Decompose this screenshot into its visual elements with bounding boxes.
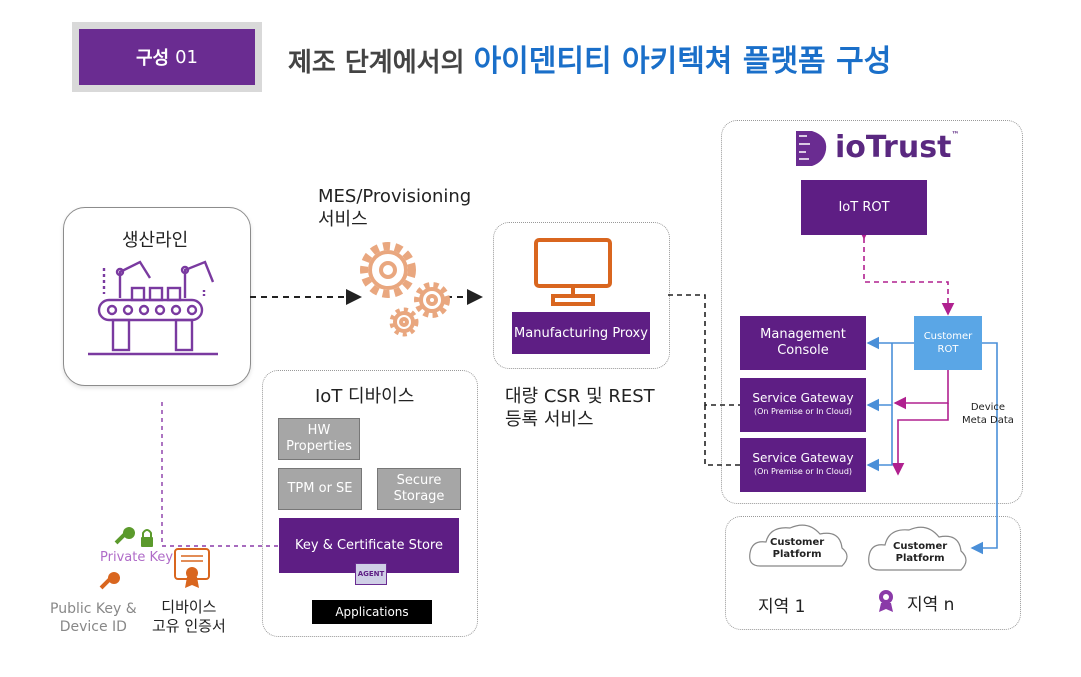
gw2-sub: (On Premise or In Cloud)	[753, 467, 853, 476]
blue-to-gateway1-line	[866, 343, 893, 412]
hw-line2: Properties	[286, 439, 352, 454]
applications-box: Applications	[312, 600, 432, 624]
orange-key-icon	[99, 572, 120, 590]
page-title: 제조 단계에서의 아이덴티티 아키텍쳐 플랫폼 구성	[288, 36, 891, 80]
award-icon	[879, 590, 893, 612]
iotrust-logo: ioTrust™	[835, 130, 959, 165]
iot-device-title: IoT 디바이스	[315, 386, 415, 407]
p2-line1: Customer	[893, 541, 948, 552]
management-console-box: Management Console	[740, 316, 866, 370]
gw1-sub: (On Premise or In Cloud)	[753, 407, 853, 416]
csr-label-line1: 대량 CSR 및 REST	[505, 386, 655, 407]
p2-line2: Platform	[895, 553, 945, 564]
service-gateway-2: Service Gateway (On Premise or In Cloud)	[740, 438, 866, 492]
badge-label: 구성	[135, 48, 170, 69]
proxy-to-gateway1-line	[668, 294, 740, 406]
assembly-line-icon	[88, 260, 218, 356]
csr-label: 대량 CSR 및 REST 등록 서비스	[505, 385, 655, 431]
rot-to-gateway2-line	[891, 403, 949, 476]
gw1-label: Service Gateway	[752, 391, 854, 405]
public-line2: Device ID	[59, 619, 127, 635]
section-badge: 구성 01	[79, 29, 255, 85]
secure-storage-box: Secure Storage	[377, 468, 461, 510]
tpm-box: TPM or SE	[278, 468, 362, 510]
badge-number: 01	[175, 46, 199, 68]
crot-line1: Customer	[923, 331, 973, 342]
cloud-icon-2	[868, 526, 967, 571]
iot-rot-box: IoT ROT	[801, 180, 927, 235]
mes-label-line1: MES/Provisioning	[318, 186, 472, 207]
key-certificate-store: Key & Certificate Store	[279, 518, 459, 573]
device-meta-label: Device Meta Data	[962, 401, 1014, 427]
lock-icon	[141, 529, 153, 547]
mes-label-line2: 서비스	[318, 209, 368, 230]
cloud-icon-1	[749, 524, 848, 567]
mes-label: MES/Provisioning 서비스	[318, 185, 471, 231]
iotrust-logo-text: ioTrust	[835, 130, 952, 165]
meta-line1: Device	[970, 402, 1006, 413]
private-key-line	[161, 402, 278, 547]
title-prefix: 제조 단계에서의	[288, 48, 465, 78]
customer-rot-box: Customer ROT	[914, 316, 982, 370]
manufacturing-proxy: Manufacturing Proxy	[512, 312, 650, 354]
service-gateway-1: Service Gateway (On Premise or In Cloud)	[740, 378, 866, 432]
secure-line1: Secure	[396, 473, 442, 488]
production-line-label: 생산라인	[122, 230, 189, 251]
rot-to-gateway1-line	[893, 370, 949, 410]
customer-platform-2: Customer Platform	[893, 541, 947, 565]
mgmt-line1: Management	[760, 327, 846, 342]
region-1-label: 지역 1	[758, 597, 806, 617]
agent-badge: AGENT	[355, 563, 387, 585]
green-key-icon	[114, 527, 135, 545]
iotrust-tm: ™	[951, 130, 960, 139]
device-cert-label: 디바이스 고유 인증서	[152, 598, 226, 636]
meta-data-line	[970, 342, 998, 555]
secure-line2: Storage	[393, 489, 445, 504]
gw2-label: Service Gateway	[752, 451, 854, 465]
private-key-label: Private Key	[100, 550, 174, 565]
monitor-icon	[534, 238, 612, 306]
rot-link-line	[857, 226, 955, 316]
region-n-label: 지역 n	[907, 595, 955, 615]
certificate-icon	[174, 548, 210, 588]
public-key-label: Public Key & Device ID	[50, 600, 137, 636]
hw-line1: HW	[307, 423, 331, 438]
mgmt-line2: Console	[777, 343, 829, 358]
p1-line2: Platform	[772, 549, 822, 560]
title-highlight: 아이덴티티 아키텍쳐 플랫폼 구성	[473, 44, 892, 79]
public-line1: Public Key &	[50, 601, 137, 617]
csr-label-line2: 등록 서비스	[505, 409, 594, 430]
gears-icon	[360, 242, 450, 337]
crot-line2: ROT	[937, 344, 959, 355]
iotrust-shield-icon	[796, 131, 827, 166]
production-line-box	[63, 207, 251, 386]
meta-line2: Meta Data	[962, 415, 1014, 426]
proxy-to-gateway2-line	[704, 405, 740, 466]
blue-to-gateway2-line	[866, 405, 893, 472]
cert-line1: 디바이스	[161, 598, 217, 616]
hw-properties-box: HW Properties	[278, 418, 360, 460]
customer-platform-1: Customer Platform	[770, 537, 824, 561]
p1-line1: Customer	[770, 537, 825, 548]
cert-line2: 고유 인증서	[152, 617, 226, 635]
